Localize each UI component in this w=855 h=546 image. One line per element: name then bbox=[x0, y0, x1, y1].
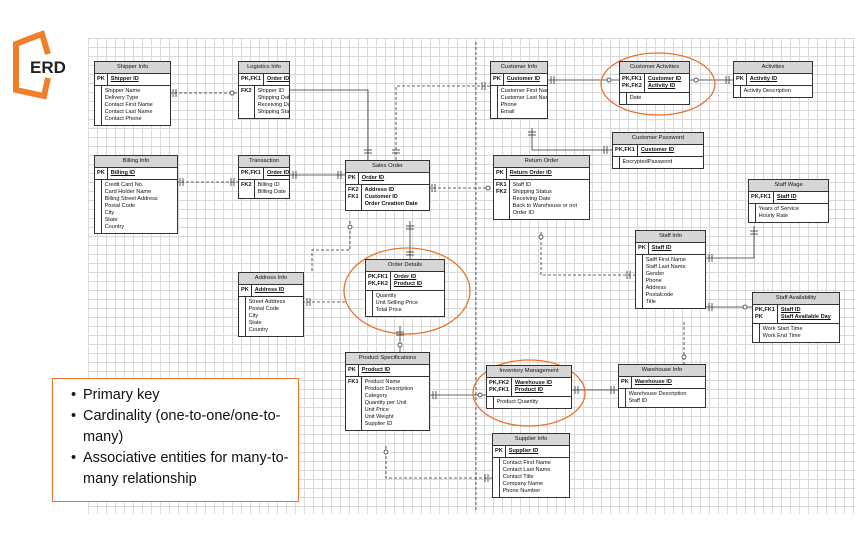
highlight-order-details bbox=[343, 247, 471, 335]
link-product-supplier bbox=[385, 446, 492, 479]
highlight-customer-activities bbox=[600, 52, 716, 116]
erd-logo-text: ERD bbox=[30, 58, 66, 77]
highlight-inventory bbox=[472, 359, 586, 427]
entity-title: Shipper Info bbox=[95, 62, 170, 74]
link-return-staff bbox=[540, 232, 635, 276]
legend-item: Cardinality (one-to-one/one-to-many) bbox=[71, 406, 290, 448]
link-customer-sales bbox=[395, 85, 490, 160]
link-logistics-sales bbox=[288, 89, 369, 160]
link-wage-staff bbox=[704, 226, 755, 259]
link-sales-address bbox=[311, 221, 351, 272]
link-customer-password bbox=[531, 128, 612, 151]
legend-item: Primary key bbox=[71, 385, 290, 406]
legend-item: Associative entities for many-to-many re… bbox=[71, 448, 290, 490]
erd-logo-bracket bbox=[13, 30, 51, 100]
legend-box: Primary key Cardinality (one-to-one/one-… bbox=[52, 378, 299, 502]
